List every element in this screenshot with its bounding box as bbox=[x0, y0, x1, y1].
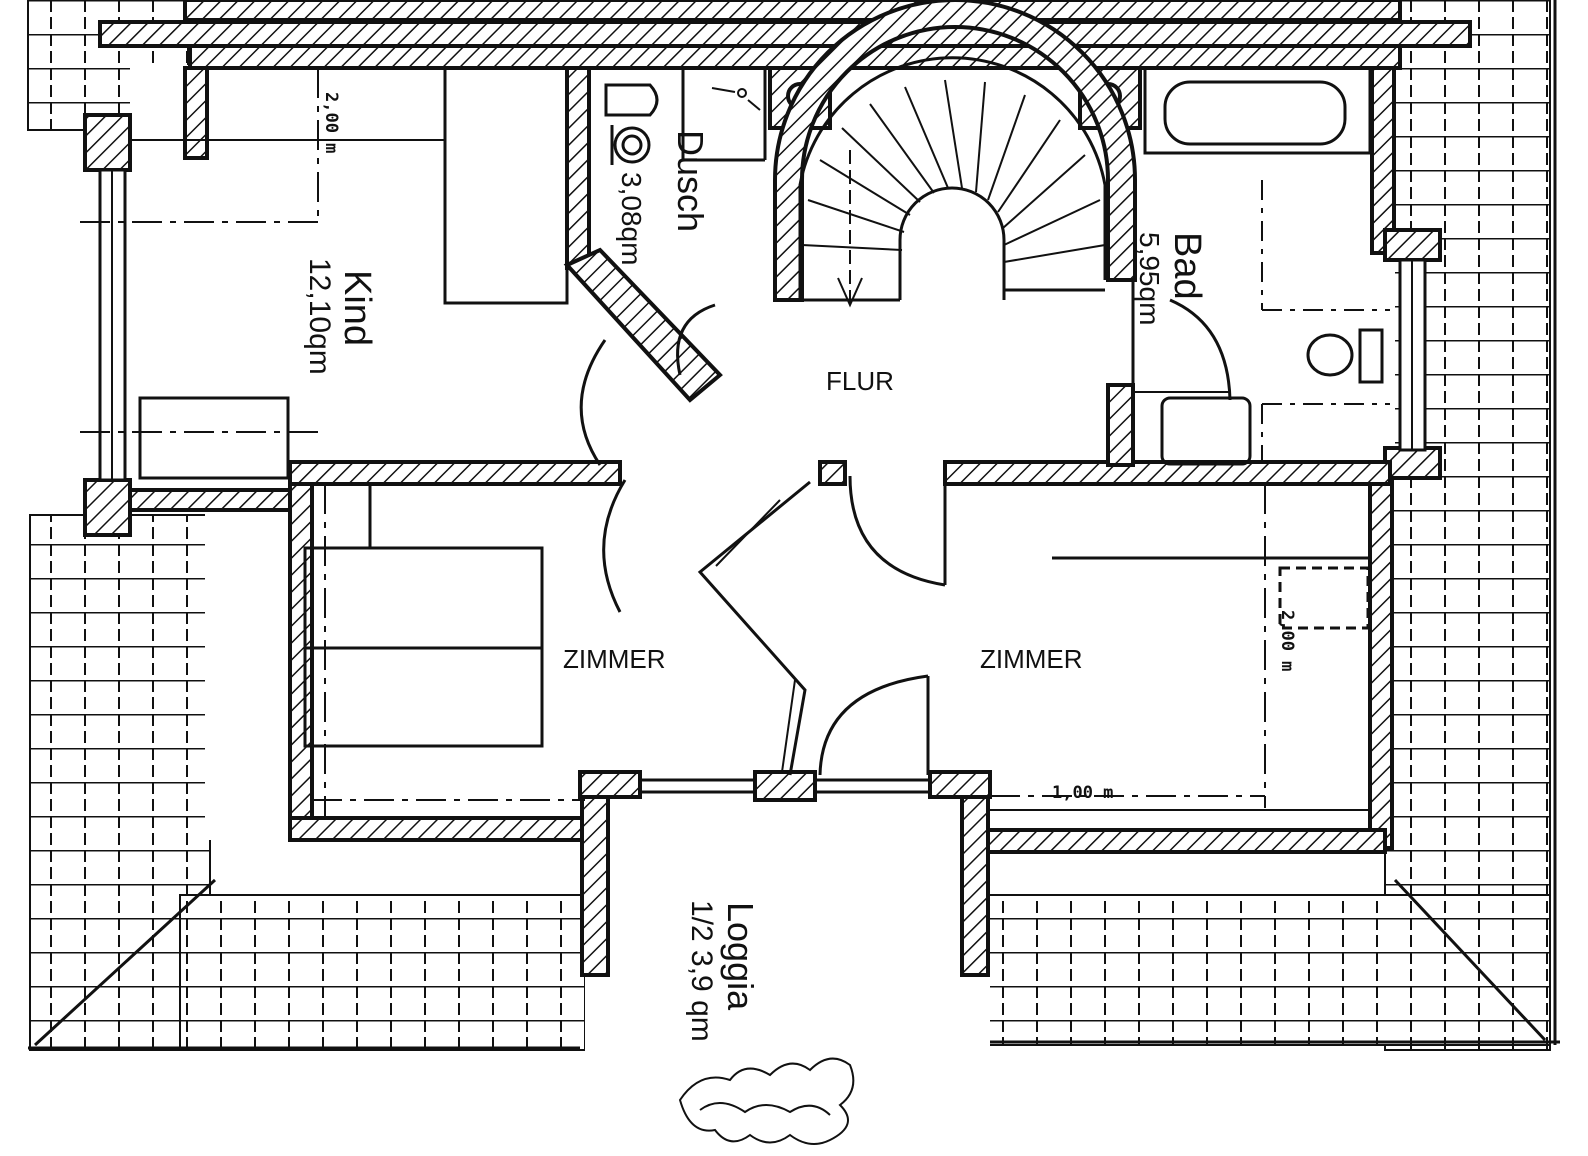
bad-name-label: Bad bbox=[1166, 232, 1208, 300]
flur-label: FLUR bbox=[826, 366, 894, 396]
room-label-kind: Kind 12,10qm bbox=[303, 258, 378, 375]
kind-furniture bbox=[80, 66, 569, 480]
kind-name-label: Kind bbox=[336, 270, 378, 346]
dusch-name-label: Dusch bbox=[670, 130, 711, 232]
room-label-loggia: Loggia 1/2 3,9 qm bbox=[685, 900, 761, 1042]
zimmer-left-label: ZIMMER bbox=[563, 644, 666, 674]
room-label-dusch: Dusch 3,08qm bbox=[616, 130, 711, 265]
bad-area-label: 5,95qm bbox=[1134, 232, 1165, 325]
zimmer-height-dimension: 2,00 m bbox=[1277, 610, 1297, 671]
loggia-name-label: Loggia bbox=[720, 902, 761, 1011]
zimmer-left-furniture bbox=[303, 484, 585, 818]
interior-floor bbox=[130, 65, 1395, 1100]
zimmer-bottom-dimension: 1,00 m bbox=[1052, 783, 1113, 803]
kind-height-dimension: 2,00 m bbox=[321, 92, 341, 153]
bath-fixtures bbox=[1143, 66, 1390, 466]
dusch-area-label: 3,08qm bbox=[616, 172, 647, 265]
loggia-area-label: 1/2 3,9 qm bbox=[685, 900, 718, 1042]
kind-area-label: 12,10qm bbox=[303, 258, 336, 375]
door-swings bbox=[579, 298, 1232, 776]
shower-fixtures bbox=[604, 68, 767, 165]
room-label-bad: Bad 5,95qm bbox=[1134, 232, 1208, 325]
plant-sketch bbox=[678, 1057, 855, 1145]
zimmer-right-furniture bbox=[988, 484, 1370, 811]
roof-tiles bbox=[27, 0, 1560, 1051]
spiral-staircase bbox=[773, 0, 1137, 308]
top-walls bbox=[98, 0, 1472, 70]
zimmer-right-label: ZIMMER bbox=[980, 644, 1083, 674]
